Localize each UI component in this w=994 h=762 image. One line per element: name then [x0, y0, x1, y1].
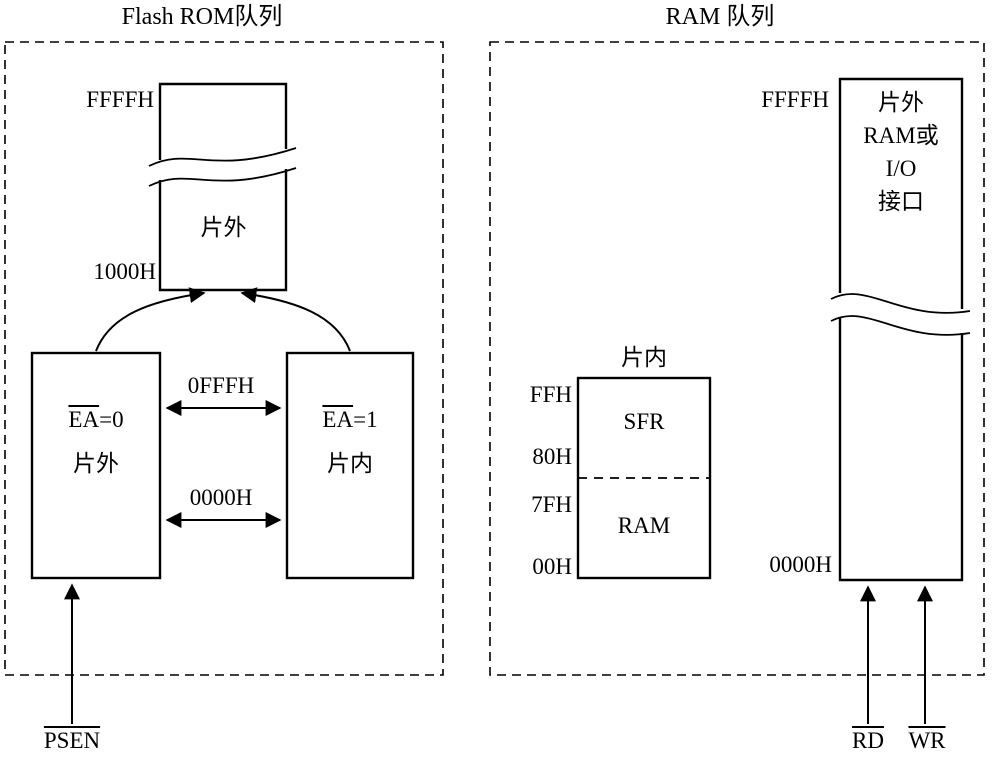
ram-ext-line3: I/O — [885, 156, 917, 181]
ea0-rest: =0 — [99, 407, 124, 432]
addr-ffh: FFH — [529, 382, 572, 407]
ram-ext-label: 片外 RAM或 I/O 接口 — [840, 86, 962, 218]
ea0-to-ext-arrow — [95, 287, 206, 352]
ram-ext-line4: 接口 — [878, 189, 924, 214]
psen-signal-label: PSEN — [20, 727, 124, 756]
ram-int-title: 片内 — [621, 345, 667, 370]
ram-ext-line2: RAM或 — [863, 123, 939, 148]
sfr-label: SFR — [623, 409, 665, 434]
ram-int-label: RAM — [617, 513, 671, 538]
ram-addr-ffffh: FFFFH — [761, 87, 829, 112]
flash-rom-frame — [4, 41, 444, 676]
rom-ext-lower-box — [158, 169, 288, 292]
ea0-bar: EA — [68, 407, 100, 432]
ea1-box-label: 片内 — [327, 451, 373, 476]
wr-signal-label: WR — [900, 727, 954, 756]
ea0-box — [30, 351, 162, 580]
rom-wave-bottom — [148, 167, 297, 187]
rom-ext-label: 片外 — [200, 215, 247, 240]
psen-text: PSEN — [43, 728, 101, 753]
addr-80h: 80H — [532, 444, 572, 469]
rom-addr-ffffh: FFFFH — [86, 87, 154, 112]
ea1-label: EA=1 — [287, 406, 413, 435]
rom-addr-1000h: 1000H — [93, 259, 156, 284]
ea1-to-ext-arrow — [240, 287, 351, 352]
rd-text: RD — [852, 728, 884, 753]
ea1-rest: =1 — [353, 407, 378, 432]
rom-wave-top — [148, 147, 297, 167]
wr-text: WR — [908, 728, 946, 753]
ea1-box — [285, 351, 415, 580]
ram-wave-bottom — [830, 315, 971, 336]
flash-rom-title: Flash ROM队列 — [121, 4, 283, 30]
addr-00h: 00H — [532, 554, 572, 579]
ea0-box-label: 片外 — [73, 451, 119, 476]
addr-7fh: 7FH — [531, 492, 572, 517]
range-0000h: 0000H — [189, 485, 253, 510]
ea1-bar: EA — [322, 407, 354, 432]
ea0-label: EA=0 — [32, 406, 160, 435]
ram-title: RAM 队列 — [665, 4, 775, 30]
ram-frame — [489, 41, 985, 676]
ram-ext-line1: 片外 — [878, 90, 924, 115]
rd-signal-label: RD — [843, 727, 893, 756]
ram-ext-upper-box — [838, 77, 964, 309]
ram-addr-0000h: 0000H — [769, 552, 832, 577]
range-0fffh: 0FFFH — [187, 373, 255, 398]
ram-ext-lower-box — [838, 317, 964, 582]
ram-wave-top — [830, 293, 971, 314]
rom-ext-upper-box — [158, 82, 288, 160]
